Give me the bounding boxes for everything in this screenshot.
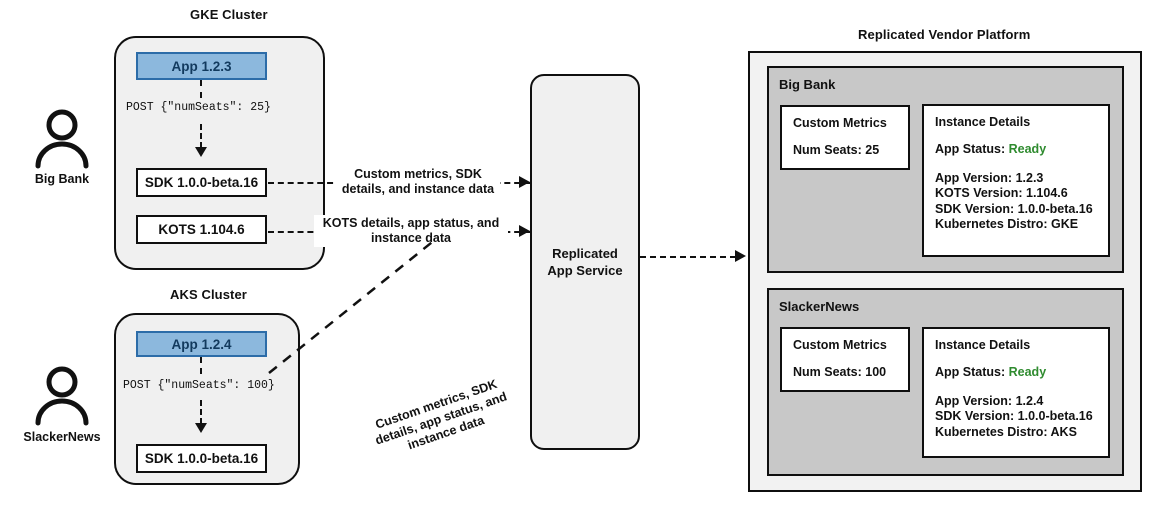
custom-metrics-row: Num Seats: 100 (793, 365, 887, 379)
gke-sdk-arrowhead (195, 147, 207, 157)
app-status-row: App Status: Ready (935, 365, 1097, 381)
detail-row: Kubernetes Distro: GKE (935, 217, 1079, 231)
detail-row: KOTS Version: 1.104.6 (935, 186, 1068, 200)
aks-app-to-post-line (200, 357, 202, 374)
sdk-to-service-label: Custom metrics, SDK details, and instanc… (336, 166, 500, 198)
app-status-row: App Status: Ready (935, 142, 1097, 158)
big-bank-actor-label: Big Bank (34, 172, 90, 186)
detail-row: SDK Version: 1.0.0-beta.16 (935, 409, 1093, 423)
instance-details-heading: Instance Details (935, 338, 1031, 352)
gke-post-label: POST {"numSeats": 25} (126, 101, 271, 114)
kots-to-service-arrowhead (519, 225, 530, 237)
custom-metrics-row: Num Seats: 25 (793, 143, 880, 157)
gke-app-to-post-line (200, 80, 202, 98)
aks-sdk-box[interactable]: SDK 1.0.0-beta.16 (136, 444, 267, 473)
sdk-to-service-arrowhead (519, 176, 530, 188)
aks-app-box[interactable]: App 1.2.4 (136, 331, 267, 357)
aks-sdk-arrowhead (195, 423, 207, 433)
instance-details-panel-big-bank: Instance Details App Status: Ready App V… (922, 104, 1110, 257)
instance-details-panel-slackernews: Instance Details App Status: Ready App V… (922, 327, 1110, 458)
detail-row: App Version: 1.2.4 (935, 393, 1044, 408)
app-status-label: App Status: (935, 142, 1006, 156)
slackernews-user-icon (35, 366, 89, 426)
aks-post-label: POST {"numSeats": 100} (123, 379, 275, 392)
aks-post-to-sdk-line (200, 400, 202, 424)
gke-post-to-sdk-line (200, 124, 202, 148)
custom-metrics-heading: Custom Metrics (793, 338, 887, 352)
gke-app-box[interactable]: App 1.2.3 (136, 52, 267, 80)
tenant-name-big-bank: Big Bank (779, 77, 836, 92)
vendor-platform-title: Replicated Vendor Platform (858, 27, 1031, 42)
custom-metrics-heading: Custom Metrics (793, 116, 887, 130)
tenant-name-slackernews: SlackerNews (779, 299, 860, 314)
status-badge: Ready (1008, 365, 1047, 379)
detail-row: Kubernetes Distro: AKS (935, 424, 1077, 439)
gke-kots-box[interactable]: KOTS 1.104.6 (136, 215, 267, 244)
service-to-platform-line (640, 256, 736, 258)
aks-to-service-label: Custom metrics, SDK details, app status,… (373, 376, 509, 453)
aks-cluster-title: AKS Cluster (170, 287, 247, 302)
custom-metrics-panel-big-bank: Custom Metrics Num Seats: 25 (780, 105, 910, 170)
gke-cluster-title: GKE Cluster (190, 7, 268, 22)
detail-row: App Version: 1.2.3 (935, 170, 1044, 185)
gke-sdk-box[interactable]: SDK 1.0.0-beta.16 (136, 168, 267, 197)
service-to-platform-arrowhead (735, 250, 746, 262)
kots-to-service-label: KOTS details, app status, and instance d… (314, 215, 508, 247)
slackernews-actor-label: SlackerNews (23, 430, 101, 444)
big-bank-user-icon (35, 109, 89, 169)
detail-row: SDK Version: 1.0.0-beta.16 (935, 201, 1093, 216)
status-badge: Ready (1008, 142, 1047, 156)
app-status-label: App Status: (935, 365, 1006, 379)
replicated-app-service-box[interactable]: Replicated App Service (530, 74, 640, 450)
instance-details-heading: Instance Details (935, 115, 1031, 129)
custom-metrics-panel-slackernews: Custom Metrics Num Seats: 100 (780, 327, 910, 392)
